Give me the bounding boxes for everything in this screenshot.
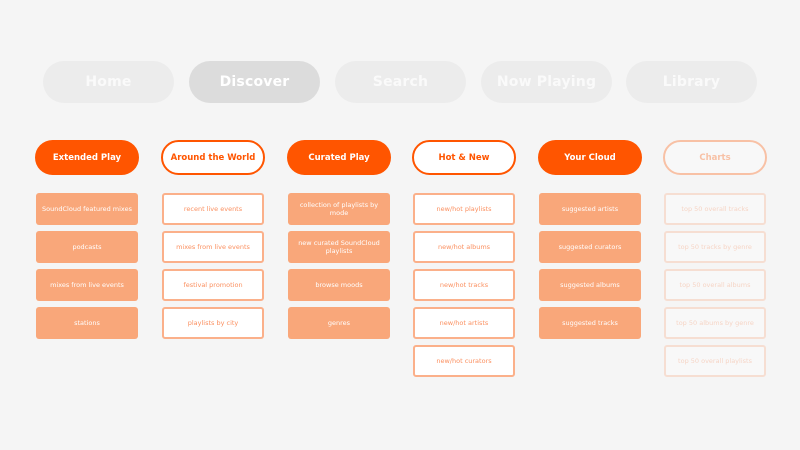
list-item[interactable]: top 50 tracks by genre [664,231,766,263]
list-item[interactable]: browse moods [288,269,390,301]
column-items: SoundCloud featured mixes podcasts mixes… [35,193,139,339]
list-item[interactable]: stations [36,307,138,339]
list-item[interactable]: suggested curators [539,231,641,263]
list-item[interactable]: playlists by city [162,307,264,339]
column-extended-play: Extended Play SoundCloud featured mixes … [35,140,139,345]
column-items: collection of playlists by mode new cura… [287,193,391,339]
column-charts: Charts top 50 overall tracks top 50 trac… [663,140,767,383]
top-nav: Home Discover Search Now Playing Library [43,61,757,103]
column-header-around-the-world[interactable]: Around the World [161,140,265,175]
list-item[interactable]: suggested artists [539,193,641,225]
column-curated-play: Curated Play collection of playlists by … [287,140,391,345]
tab-now-playing[interactable]: Now Playing [481,61,612,103]
list-item[interactable]: recent live events [162,193,264,225]
column-header-extended-play[interactable]: Extended Play [35,140,139,175]
tab-search[interactable]: Search [335,61,466,103]
list-item[interactable]: suggested tracks [539,307,641,339]
list-item[interactable]: SoundCloud featured mixes [36,193,138,225]
list-item[interactable]: top 50 overall playlists [664,345,766,377]
list-item[interactable]: new/hot curators [413,345,515,377]
column-header-curated-play[interactable]: Curated Play [287,140,391,175]
column-your-cloud: Your Cloud suggested artists suggested c… [538,140,642,345]
column-items: recent live events mixes from live event… [161,193,265,339]
column-items: top 50 overall tracks top 50 tracks by g… [663,193,767,377]
list-item[interactable]: collection of playlists by mode [288,193,390,225]
column-hot-and-new: Hot & New new/hot playlists new/hot albu… [412,140,516,383]
column-header-hot-and-new[interactable]: Hot & New [412,140,516,175]
list-item[interactable]: new/hot tracks [413,269,515,301]
list-item[interactable]: podcasts [36,231,138,263]
tab-discover[interactable]: Discover [189,61,320,103]
list-item[interactable]: new/hot albums [413,231,515,263]
list-item[interactable]: mixes from live events [162,231,264,263]
list-item[interactable]: top 50 overall albums [664,269,766,301]
column-header-your-cloud[interactable]: Your Cloud [538,140,642,175]
list-item[interactable]: new curated SoundCloud playlists [288,231,390,263]
column-items: new/hot playlists new/hot albums new/hot… [412,193,516,377]
list-item[interactable]: new/hot artists [413,307,515,339]
list-item[interactable]: genres [288,307,390,339]
list-item[interactable]: new/hot playlists [413,193,515,225]
list-item[interactable]: suggested albums [539,269,641,301]
list-item[interactable]: mixes from live events [36,269,138,301]
column-items: suggested artists suggested curators sug… [538,193,642,339]
list-item[interactable]: top 50 overall tracks [664,193,766,225]
column-around-the-world: Around the World recent live events mixe… [161,140,265,345]
column-header-charts[interactable]: Charts [663,140,767,175]
list-item[interactable]: top 50 albums by genre [664,307,766,339]
tab-library[interactable]: Library [626,61,757,103]
tab-home[interactable]: Home [43,61,174,103]
list-item[interactable]: festival promotion [162,269,264,301]
